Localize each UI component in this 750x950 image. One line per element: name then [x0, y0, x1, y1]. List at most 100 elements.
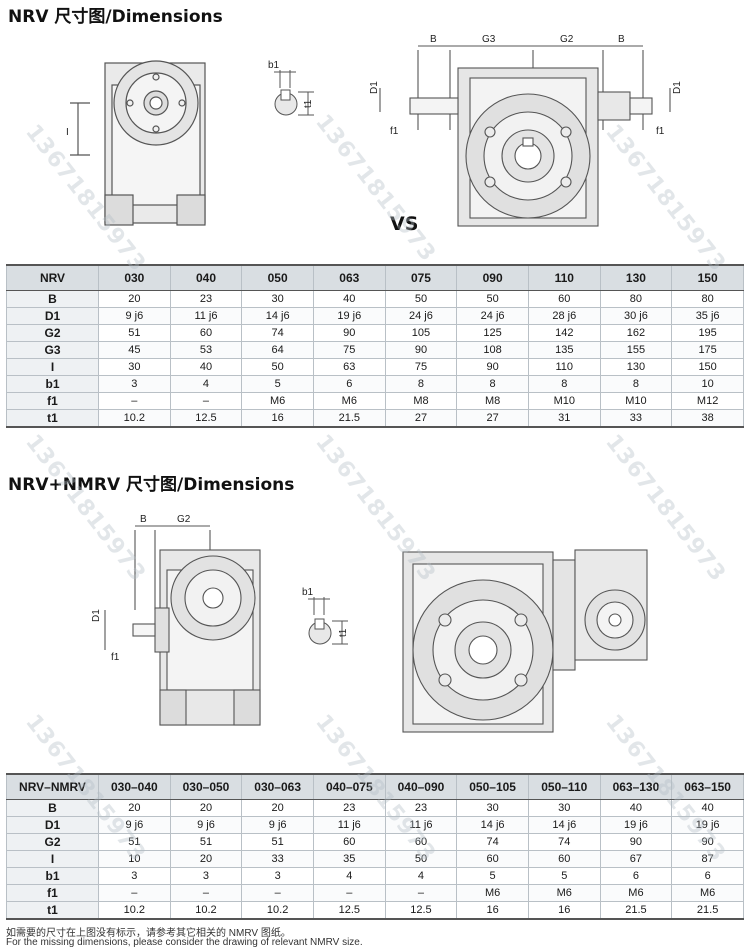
table-cell: 105	[384, 324, 458, 342]
table-cell: 90	[599, 833, 673, 851]
table-cell: M6	[241, 392, 314, 410]
table-cell: 31	[527, 409, 601, 428]
table-cell: 8	[599, 375, 673, 393]
row-label: G2	[6, 833, 99, 851]
table-cell: 10	[98, 850, 171, 868]
table-cell: 16	[241, 409, 314, 428]
row-label: t1	[6, 409, 99, 428]
table-header-row: NRV 030 040 050 063 075 090 110 130 150	[6, 264, 744, 291]
table-cell: 11 j6	[384, 816, 458, 834]
header-cell: 050–110	[527, 773, 601, 800]
table-cell: 5	[456, 867, 529, 885]
table-cell: 50	[384, 850, 458, 868]
table-cell: 28 j6	[527, 307, 601, 325]
header-cell: 030–040	[98, 773, 171, 800]
table-cell: 74	[456, 833, 529, 851]
row-label: G2	[6, 324, 99, 342]
table-cell: 3	[241, 867, 314, 885]
keyway-detail-drawing: b1 t1	[268, 60, 314, 116]
table-cell: 20	[169, 799, 243, 817]
table-cell: 23	[312, 799, 386, 817]
table-cell: 20	[169, 850, 243, 868]
dim-label-t1-2: t1	[338, 628, 349, 637]
row-label: f1	[6, 392, 99, 410]
table-cell: 67	[599, 850, 673, 868]
table-cell: 4	[169, 375, 243, 393]
table-cell: 30	[241, 290, 314, 308]
table-cell: 12.5	[384, 901, 458, 920]
table-cell: 90	[384, 341, 458, 359]
row-label: D1	[6, 816, 99, 834]
table-cell: 21.5	[671, 901, 744, 920]
table-cell: M10	[527, 392, 601, 410]
header-cell: 040–090	[384, 773, 458, 800]
header-cell: 063–150	[671, 773, 744, 800]
header-cell: NRV	[6, 264, 99, 291]
table-cell: 10.2	[98, 901, 171, 920]
table-cell: 5	[527, 867, 601, 885]
header-cell: 075	[384, 264, 458, 291]
table-cell: 8	[384, 375, 458, 393]
vs-label: VS	[390, 213, 418, 235]
table-cell: 135	[527, 341, 601, 359]
table-cell: 40	[599, 799, 673, 817]
table-cell: –	[98, 884, 171, 902]
row-label: t1	[6, 901, 99, 920]
dim-label-t1: t1	[303, 99, 314, 108]
header-cell: 030–050	[169, 773, 243, 800]
table-cell: –	[241, 884, 314, 902]
header-cell: 050–105	[456, 773, 529, 800]
table-cell: 150	[671, 358, 744, 376]
table-cell: 20	[241, 799, 314, 817]
table-cell: 14 j6	[241, 307, 314, 325]
row-label: I	[6, 358, 99, 376]
table-cell: 20	[98, 799, 171, 817]
table-cell: 80	[599, 290, 673, 308]
table-cell: 74	[527, 833, 601, 851]
table-cell: 90	[456, 358, 529, 376]
table-cell: 9 j6	[241, 816, 314, 834]
table-cell: 27	[384, 409, 458, 428]
table-cell: 90	[312, 324, 386, 342]
table-cell: 40	[169, 358, 243, 376]
table-cell: 21.5	[599, 901, 673, 920]
table-cell: 5	[241, 375, 314, 393]
dim-label-f1-left: f1	[390, 126, 399, 137]
table-cell: 19 j6	[671, 816, 744, 834]
table-cell: 51	[169, 833, 243, 851]
table-cell: 30	[456, 799, 529, 817]
table-cell: 4	[384, 867, 458, 885]
dim-label-f1: f1	[111, 652, 120, 663]
table-cell: 75	[384, 358, 458, 376]
dim-label-G2: G2	[560, 34, 574, 45]
table-cell: 35	[312, 850, 386, 868]
table-cell: 8	[456, 375, 529, 393]
table-cell: –	[169, 392, 243, 410]
table-cell: 12.5	[169, 409, 243, 428]
footnote-chinese: 如需要的尺寸在上图没有标示，请参考其它相关的 NMRV 图纸。	[6, 928, 291, 939]
dim-label-G3: G3	[482, 34, 496, 45]
table-cell: 60	[169, 324, 243, 342]
table-cell: 60	[384, 833, 458, 851]
table-cell: 51	[241, 833, 314, 851]
table-cell: 3	[169, 867, 243, 885]
table-cell: 53	[169, 341, 243, 359]
table-cell: M8	[384, 392, 458, 410]
table-cell: 108	[456, 341, 529, 359]
row-label: G3	[6, 341, 99, 359]
table-cell: 50	[241, 358, 314, 376]
table-cell: 14 j6	[527, 816, 601, 834]
table-cell: 19 j6	[312, 307, 386, 325]
table-cell: 130	[599, 358, 673, 376]
dim-label-G2: G2	[177, 514, 191, 525]
